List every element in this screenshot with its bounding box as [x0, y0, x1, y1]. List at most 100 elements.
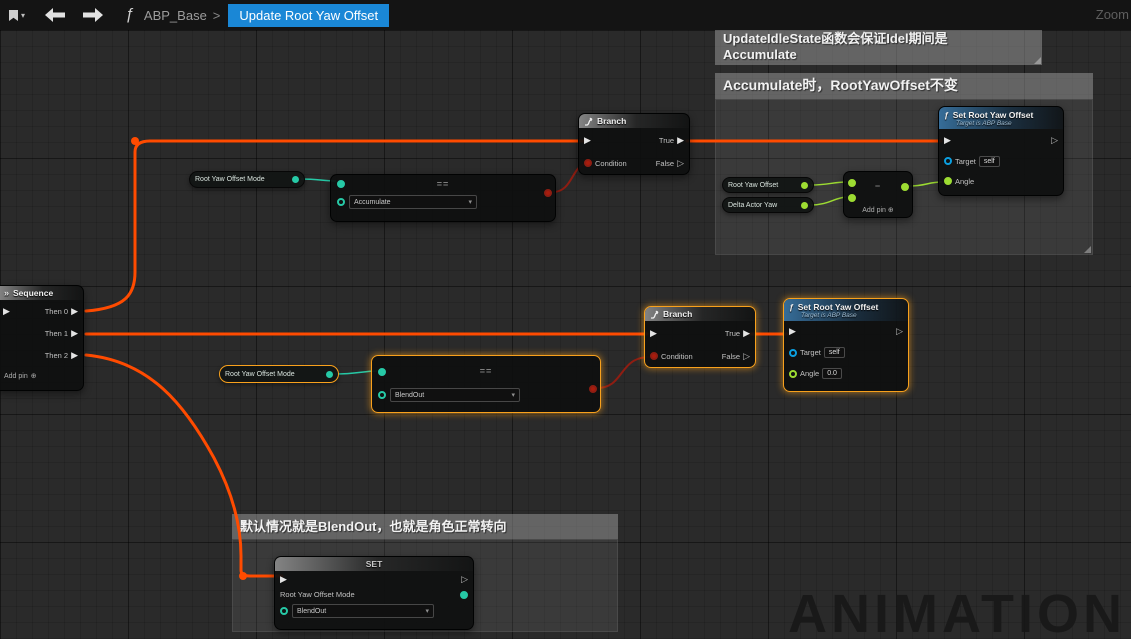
branch-node-top[interactable]: Branch ▶ True ▶ Condition False ▷: [578, 113, 690, 175]
toolbar: ▾ ƒ ABP_Base > Update Root Yaw Offset Zo…: [0, 0, 1131, 30]
bool-out-pin[interactable]: [544, 189, 552, 197]
condition-pin[interactable]: [650, 352, 658, 360]
pin-label-target: Target: [955, 156, 976, 166]
comment-idle-state[interactable]: UpdateIdleState函数会保证Idel期间是 Accumulate: [715, 29, 1042, 65]
target-pin[interactable]: [789, 348, 797, 357]
float-out-pin[interactable]: [901, 183, 909, 191]
node-title: Set Root Yaw Offset: [797, 302, 879, 312]
comment-text: Accumulate时，RootYawOffset不变: [723, 77, 958, 93]
getter-root-yaw-offset-mode[interactable]: Root Yaw Offset Mode: [189, 171, 305, 188]
condition-pin[interactable]: [584, 159, 592, 167]
exec-in-pin[interactable]: ▶: [280, 573, 287, 584]
operator-label: ==: [436, 179, 450, 189]
enum-in-pin[interactable]: [280, 607, 288, 615]
pin-label-condition: Condition: [661, 351, 693, 361]
exec-in-pin[interactable]: ▶: [3, 306, 10, 316]
node-title: Branch: [663, 309, 693, 319]
set-root-yaw-offset-node-top[interactable]: ƒ Set Root Yaw Offset Target is ABP Base…: [938, 106, 1064, 196]
pin-label-angle: Angle: [800, 369, 820, 378]
getter-root-yaw-offset-mode-2[interactable]: Root Yaw Offset Mode: [219, 365, 339, 383]
pin-label-false: False: [655, 158, 675, 168]
node-subtitle: Target is ABP Base: [956, 120, 1012, 127]
enum-out-pin[interactable]: [292, 176, 299, 183]
angle-value-box[interactable]: 0.0: [822, 368, 842, 379]
add-pin-icon: ⊕: [887, 207, 894, 214]
add-pin-button[interactable]: Add pin ⊕: [0, 366, 83, 386]
angle-pin[interactable]: [944, 177, 952, 185]
chevron-down-icon: ▾: [425, 608, 429, 615]
set-root-yaw-offset-node-middle[interactable]: ƒ Set Root Yaw Offset Target is ABP Base…: [783, 298, 909, 392]
exec-out-true-pin[interactable]: ▶: [677, 135, 684, 145]
enum-in-pin-2[interactable]: [337, 198, 345, 206]
sequence-node[interactable]: » Sequence ▶ Then 0 ▶ Then 1 ▶ Then 2 ▶ …: [0, 285, 84, 391]
target-value-box[interactable]: self: [823, 347, 845, 358]
exec-in-pin[interactable]: ▶: [789, 326, 796, 336]
equals-node-blendout[interactable]: == BlendOut ▾: [371, 355, 601, 413]
float-in-pin-a[interactable]: [848, 179, 856, 187]
exec-out-true-pin[interactable]: ▶: [743, 328, 750, 338]
branch-node-middle[interactable]: Branch ▶ True ▶ Condition False ▷: [644, 306, 756, 368]
add-pin-label: Add pin: [4, 372, 28, 380]
forward-button[interactable]: [83, 0, 104, 30]
exec-out-false-pin[interactable]: ▷: [743, 350, 750, 361]
exec-out-pin[interactable]: ▷: [1051, 134, 1058, 145]
exec-in-pin[interactable]: ▶: [944, 134, 951, 145]
enum-dropdown[interactable]: BlendOut ▾: [292, 604, 434, 618]
float-in-pin-b[interactable]: [848, 194, 856, 202]
comment-resize-handle[interactable]: [1084, 246, 1091, 253]
enum-out-pin[interactable]: [460, 590, 468, 599]
forward-arrow-icon: [83, 8, 104, 22]
getter-delta-actor-yaw[interactable]: Delta Actor Yaw: [722, 197, 814, 213]
pin-label-variable: Root Yaw Offset Mode: [280, 590, 355, 599]
getter-root-yaw-offset[interactable]: Root Yaw Offset: [722, 177, 814, 193]
exec-in-pin[interactable]: ▶: [584, 135, 591, 145]
chevron-down-icon: ▾: [511, 392, 515, 399]
function-icon: ƒ: [789, 302, 794, 312]
enum-out-pin[interactable]: [326, 370, 333, 378]
exec-out-then2-pin[interactable]: ▶: [71, 349, 78, 360]
exec-out-pin[interactable]: ▷: [461, 573, 468, 584]
add-pin-icon: ⊕: [30, 373, 37, 380]
set-variable-node[interactable]: SET ▶ ▷ Root Yaw Offset Mode BlendOut ▾: [274, 556, 474, 630]
breadcrumb-root[interactable]: ABP_Base: [143, 7, 207, 23]
zoom-label: Zoom: [1095, 7, 1129, 22]
subtract-node[interactable]: − Add pin ⊕: [843, 171, 913, 218]
operator-label: −: [874, 181, 882, 191]
angle-pin[interactable]: [789, 369, 797, 378]
enum-in-pin[interactable]: [337, 180, 345, 188]
variable-label: Delta Actor Yaw: [728, 201, 778, 209]
operator-label: ==: [479, 366, 493, 376]
node-subtitle: Target is ABP Base: [801, 312, 857, 319]
exec-in-pin[interactable]: ▶: [650, 328, 657, 338]
bookmark-icon: [9, 9, 18, 21]
chevron-down-icon: ▾: [468, 199, 472, 206]
float-out-pin[interactable]: [801, 201, 808, 209]
exec-out-then0-pin[interactable]: ▶: [71, 305, 78, 316]
comment-resize-handle[interactable]: [1034, 57, 1041, 64]
exec-out-pin[interactable]: ▷: [896, 326, 903, 336]
add-pin-button[interactable]: Add pin ⊕: [862, 206, 894, 214]
target-value-box[interactable]: self: [978, 155, 1000, 167]
dropdown-value: BlendOut: [395, 391, 425, 399]
float-out-pin[interactable]: [801, 181, 808, 189]
comment-accumulate[interactable]: Accumulate时，RootYawOffset不变: [715, 73, 1093, 99]
exec-out-false-pin[interactable]: ▷: [677, 157, 684, 168]
target-pin[interactable]: [944, 157, 952, 165]
breadcrumb-current[interactable]: Update Root Yaw Offset: [228, 3, 390, 27]
equals-node-accumulate[interactable]: == Accumulate ▾: [330, 174, 556, 222]
exec-out-then1-pin[interactable]: ▶: [71, 327, 78, 338]
enum-dropdown[interactable]: BlendOut ▾: [390, 388, 520, 402]
pin-label-condition: Condition: [595, 158, 627, 168]
enum-in-pin[interactable]: [378, 368, 386, 376]
back-button[interactable]: [45, 0, 66, 30]
bookmark-button[interactable]: ▾: [8, 0, 25, 30]
pin-label-then0: Then 0: [44, 306, 69, 316]
enum-in-pin-2[interactable]: [378, 391, 386, 399]
enum-dropdown[interactable]: Accumulate ▾: [349, 195, 477, 209]
pin-label-true: True: [658, 136, 675, 145]
variable-label: Root Yaw Offset Mode: [195, 176, 265, 183]
comment-blendout[interactable]: 默认情况就是BlendOut，也就是角色正常转向: [232, 514, 618, 539]
bool-out-pin[interactable]: [589, 385, 597, 393]
comment-text: 默认情况就是BlendOut，也就是角色正常转向: [240, 519, 507, 534]
